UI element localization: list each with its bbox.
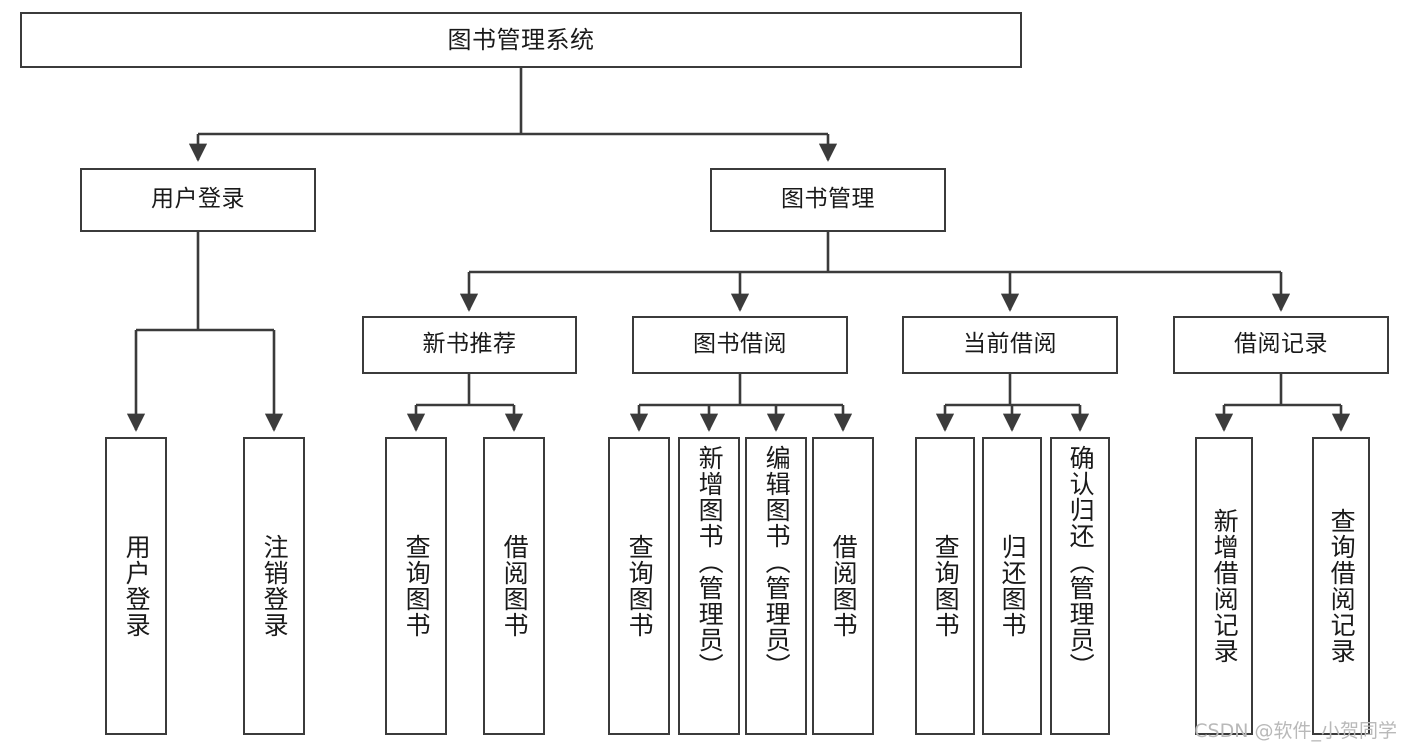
node-leaf-borrow-book-1-label: 借阅图书 (500, 534, 530, 638)
node-leaf-query-record[interactable]: 查询借阅记录 (1312, 437, 1370, 735)
node-borrow-record[interactable]: 借阅记录 (1173, 316, 1389, 374)
watermark-text: CSDN @软件_小贺同学 (1194, 720, 1397, 742)
node-book-borrow-label: 图书借阅 (693, 331, 787, 358)
node-leaf-query-book-3[interactable]: 查询图书 (915, 437, 975, 735)
node-leaf-query-record-label: 查询借阅记录 (1327, 508, 1357, 664)
node-leaf-user-login[interactable]: 用户登录 (105, 437, 167, 735)
node-user-login[interactable]: 用户登录 (80, 168, 316, 232)
node-user-login-label: 用户登录 (151, 186, 245, 213)
node-leaf-query-book-1[interactable]: 查询图书 (385, 437, 447, 735)
node-leaf-return-book[interactable]: 归还图书 (982, 437, 1042, 735)
node-leaf-add-book[interactable]: 新增图书（管理员） (678, 437, 740, 735)
node-leaf-add-record-label: 新增借阅记录 (1210, 508, 1240, 664)
node-current-borrow[interactable]: 当前借阅 (902, 316, 1118, 374)
node-leaf-query-book-3-label: 查询图书 (931, 534, 961, 638)
node-current-borrow-label: 当前借阅 (963, 331, 1057, 358)
node-root-label: 图书管理系统 (447, 25, 595, 54)
node-leaf-borrow-book-1[interactable]: 借阅图书 (483, 437, 545, 735)
node-root[interactable]: 图书管理系统 (20, 12, 1022, 68)
node-leaf-confirm-return-label: 确认归还（管理员） (1066, 445, 1096, 679)
node-new-book-rec[interactable]: 新书推荐 (362, 316, 577, 374)
node-leaf-query-book-2[interactable]: 查询图书 (608, 437, 670, 735)
node-book-manage[interactable]: 图书管理 (710, 168, 946, 232)
node-leaf-edit-book-label: 编辑图书（管理员） (762, 445, 792, 679)
node-new-book-rec-label: 新书推荐 (422, 331, 517, 358)
node-book-borrow[interactable]: 图书借阅 (632, 316, 848, 374)
node-leaf-return-book-label: 归还图书 (998, 534, 1028, 638)
node-leaf-logout[interactable]: 注销登录 (243, 437, 305, 735)
node-leaf-add-record[interactable]: 新增借阅记录 (1195, 437, 1253, 735)
node-leaf-query-book-1-label: 查询图书 (402, 534, 432, 638)
node-leaf-user-login-label: 用户登录 (122, 534, 152, 638)
node-book-manage-label: 图书管理 (781, 186, 875, 213)
node-leaf-confirm-return[interactable]: 确认归还（管理员） (1050, 437, 1110, 735)
node-leaf-borrow-book-2-label: 借阅图书 (829, 534, 859, 638)
node-borrow-record-label: 借阅记录 (1234, 331, 1328, 358)
node-leaf-add-book-label: 新增图书（管理员） (695, 445, 725, 679)
node-leaf-borrow-book-2[interactable]: 借阅图书 (812, 437, 874, 735)
node-leaf-query-book-2-label: 查询图书 (625, 534, 655, 638)
node-leaf-logout-label: 注销登录 (260, 534, 290, 638)
node-leaf-edit-book[interactable]: 编辑图书（管理员） (745, 437, 807, 735)
